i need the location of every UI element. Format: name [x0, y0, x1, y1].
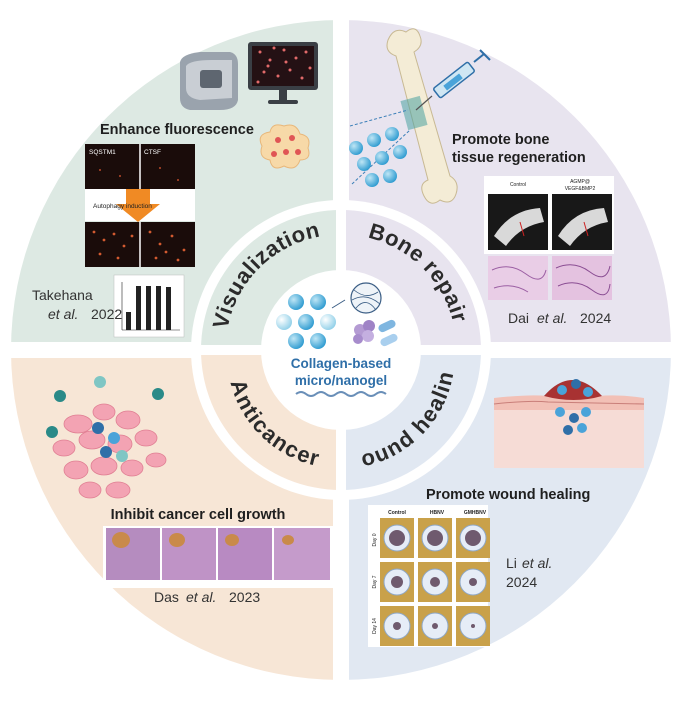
wound-row-day7: Day 7 — [372, 575, 378, 588]
ct-images: Control AGMP@ VEGF&BMP2 — [484, 176, 614, 254]
bar-chart-thumbnail — [113, 274, 185, 338]
capsule-icon — [378, 319, 398, 347]
skin-wound-icon — [493, 379, 645, 468]
citation-dai-etal: et al. — [537, 310, 567, 326]
tumor-histology-strip — [103, 526, 333, 588]
citation-li-etal: et al. — [522, 555, 552, 571]
citation-li-year: 2024 — [506, 574, 537, 590]
fluorescent-cell-icon — [259, 124, 310, 169]
center-disc — [261, 270, 421, 430]
wound-col-hbnv: HBNV — [430, 510, 445, 516]
collagen-microgel-icon — [276, 294, 336, 349]
label-ctsf: CTSF — [144, 149, 161, 156]
citation-takehana-year: 2022 — [91, 306, 122, 322]
anticancer-heading: Inhibit cancer cell growth — [111, 507, 286, 523]
citation-takehana-etal: et al. — [48, 306, 78, 322]
citation-takehana-name: Takehana — [32, 287, 93, 303]
citation-das-name: Das — [154, 589, 179, 605]
bone-heading-line1: Promote bone — [452, 132, 549, 148]
wound-row-day0: Day 0 — [372, 533, 378, 546]
imaging-system-icon — [180, 52, 238, 110]
citation-das-etal: et al. — [186, 589, 216, 605]
bone-heading-line2: tissue regeneration — [452, 150, 586, 166]
col-treatment-1: AGMP@ — [570, 179, 590, 185]
col-treatment-2: VEGF&BMP2 — [565, 186, 596, 192]
collagen-strand-icon — [295, 391, 387, 397]
wound-col-gmhbnv: GMHBNV — [464, 510, 487, 516]
autophagy-label: Autophagy induction — [93, 203, 152, 210]
fluorescence-micrographs: SQSTM1 CTSF Autophagy induction — [85, 144, 195, 267]
collagen-fiber-icon — [331, 282, 382, 314]
cell-cluster-icon — [353, 320, 375, 344]
microgel-cluster-icon — [349, 109, 411, 187]
histology-images — [488, 256, 612, 300]
bone-icon — [386, 28, 458, 204]
wound-photo-grid: Control HBNV GMHBNV Day 0 Day 7 Day 14 — [368, 505, 490, 647]
wound-col-control: Control — [388, 510, 406, 516]
citation-dai-name: Dai — [508, 310, 529, 326]
wound-row-day14: Day 14 — [372, 618, 378, 634]
citation-dai-year: 2024 — [580, 310, 611, 326]
center-title-line2: micro/nanogel — [295, 373, 387, 388]
tumor-cells-icon — [46, 376, 167, 499]
citation-das-year: 2023 — [229, 589, 260, 605]
center-title-line1: Collagen-based — [291, 356, 392, 371]
citation-li-name: Li — [506, 555, 517, 571]
col-control: Control — [510, 182, 526, 188]
syringe-icon — [415, 49, 491, 111]
wound-heading: Promote wound healing — [426, 487, 590, 503]
visualization-heading: Enhance fluorescence — [100, 122, 254, 138]
monitor-icon — [248, 42, 318, 104]
label-sqstm1: SQSTM1 — [89, 149, 116, 156]
down-arrow-icon — [116, 189, 160, 222]
